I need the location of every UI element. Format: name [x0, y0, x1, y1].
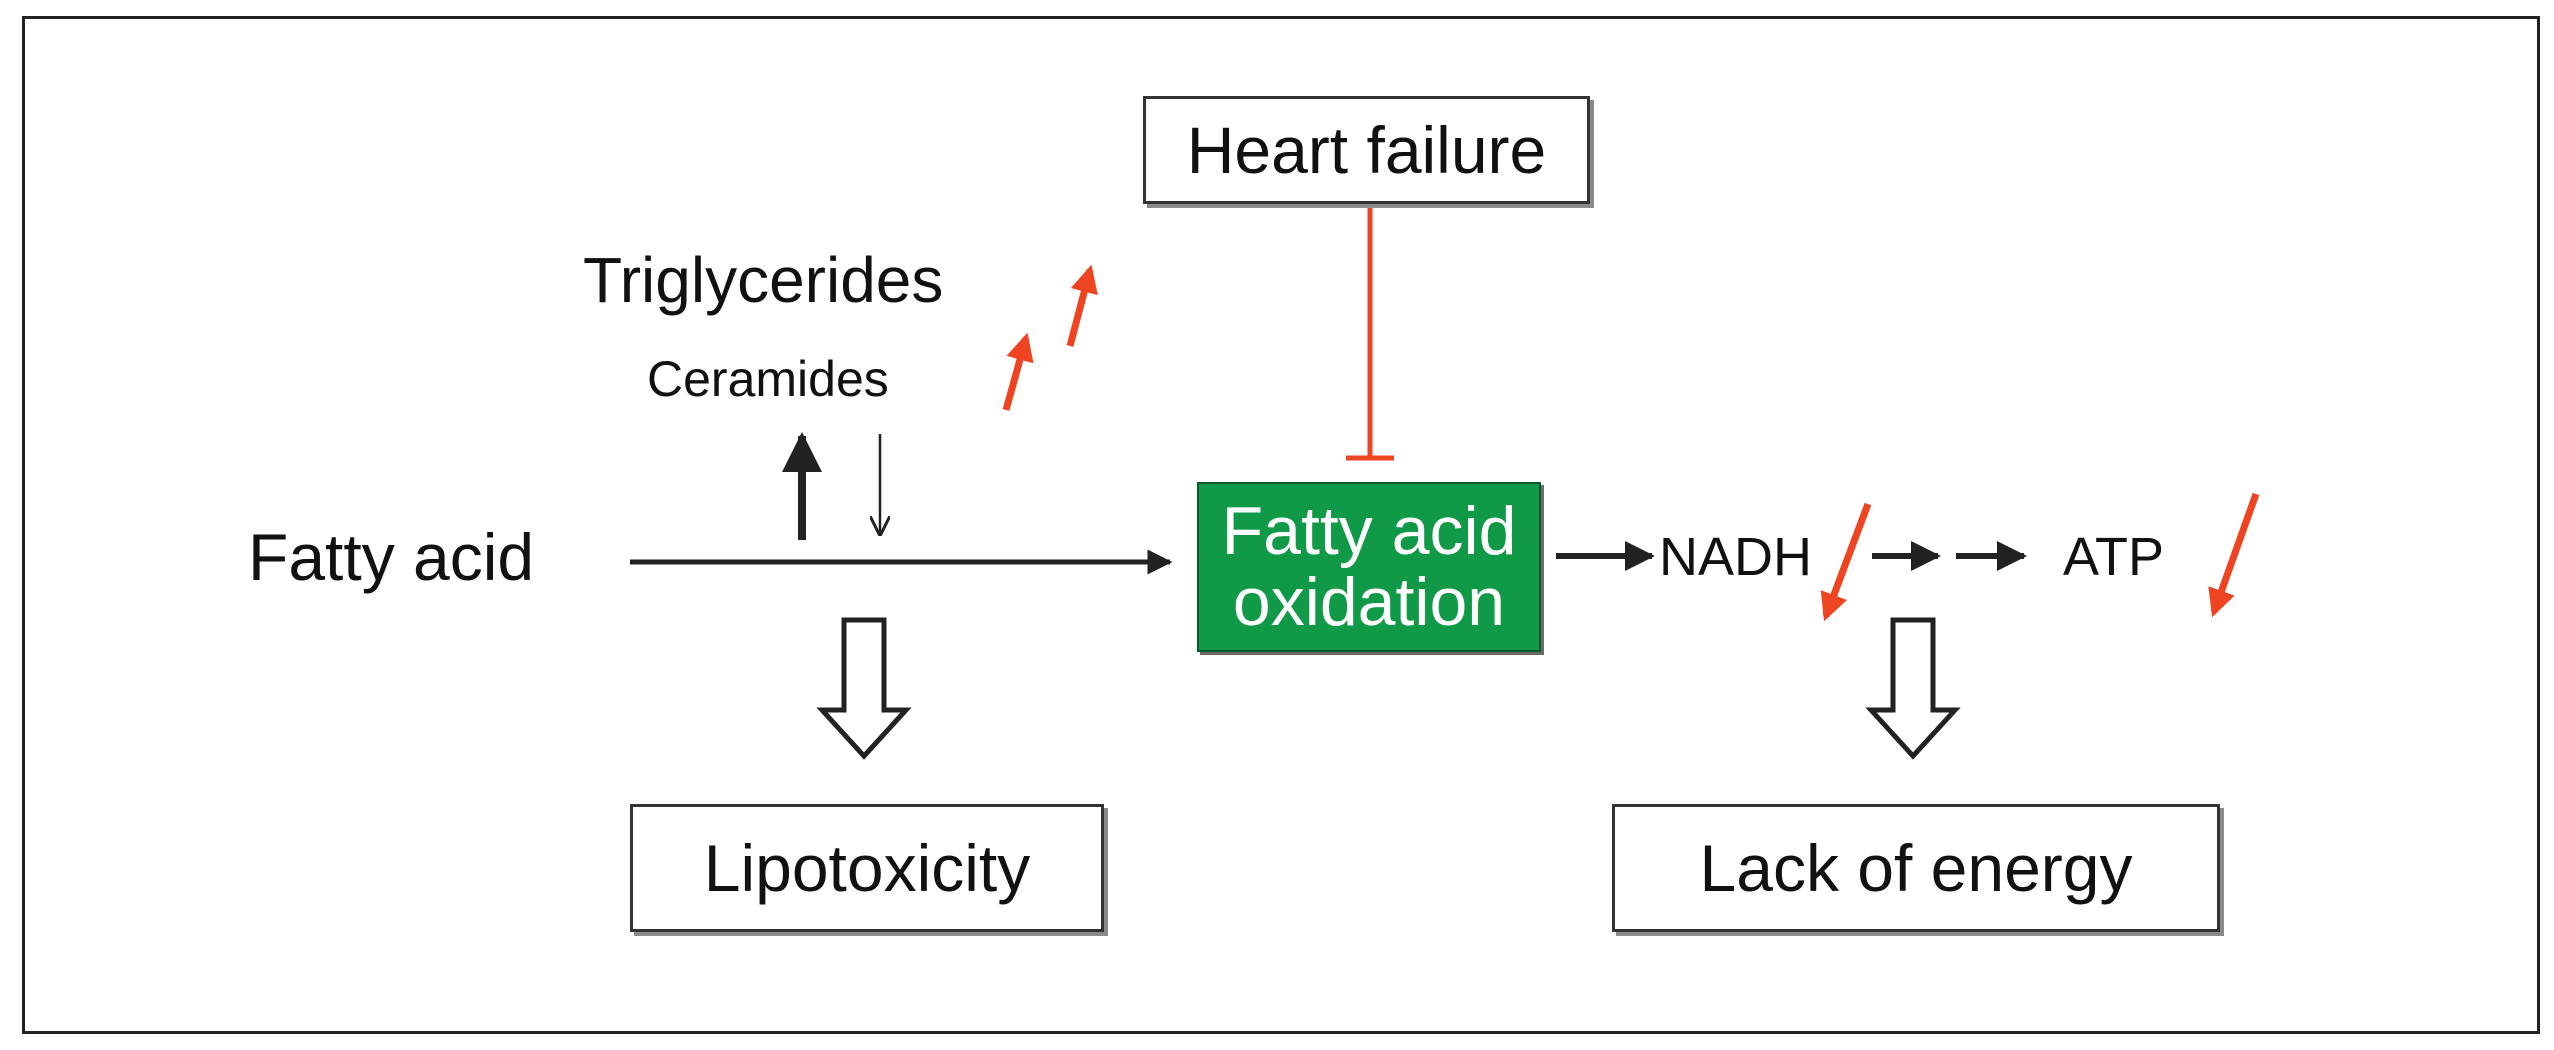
ceramides-label: Ceramides	[647, 351, 889, 407]
lipotoxicity-hollow-arrow	[816, 617, 912, 760]
heart-failure-label: Heart failure	[1186, 113, 1547, 187]
fatty-acid-oxidation-line1: Fatty acid	[1221, 492, 1517, 569]
triglycerides-increase-arrow	[1066, 264, 1098, 347]
lack-of-energy-hollow-arrow	[1865, 617, 1961, 760]
figure-frame	[22, 16, 2540, 1034]
lipotoxicity-label: Lipotoxicity	[703, 831, 1031, 905]
fatty-acid-oxidation-line2: oxidation	[1232, 564, 1506, 640]
atp-label: ATP	[2063, 527, 2165, 587]
heart-failure-box: Heart failure	[1143, 96, 1590, 204]
nadh-decrease-arrow	[1820, 502, 1872, 622]
lipotoxicity-box: Lipotoxicity	[630, 804, 1104, 932]
fatty-acid-oxidation-box: Fatty acid oxidation	[1197, 482, 1541, 652]
lack-of-energy-box: Lack of energy	[1612, 804, 2220, 932]
atp-decrease-arrow	[2208, 492, 2260, 618]
nadh-label: NADH	[1659, 527, 1813, 587]
ceramides-increase-arrow	[1002, 332, 1034, 411]
lack-of-energy-label: Lack of energy	[1699, 831, 2133, 905]
fatty-acid-label: Fatty acid	[248, 520, 535, 594]
triglycerides-label: Triglycerides	[583, 244, 944, 316]
